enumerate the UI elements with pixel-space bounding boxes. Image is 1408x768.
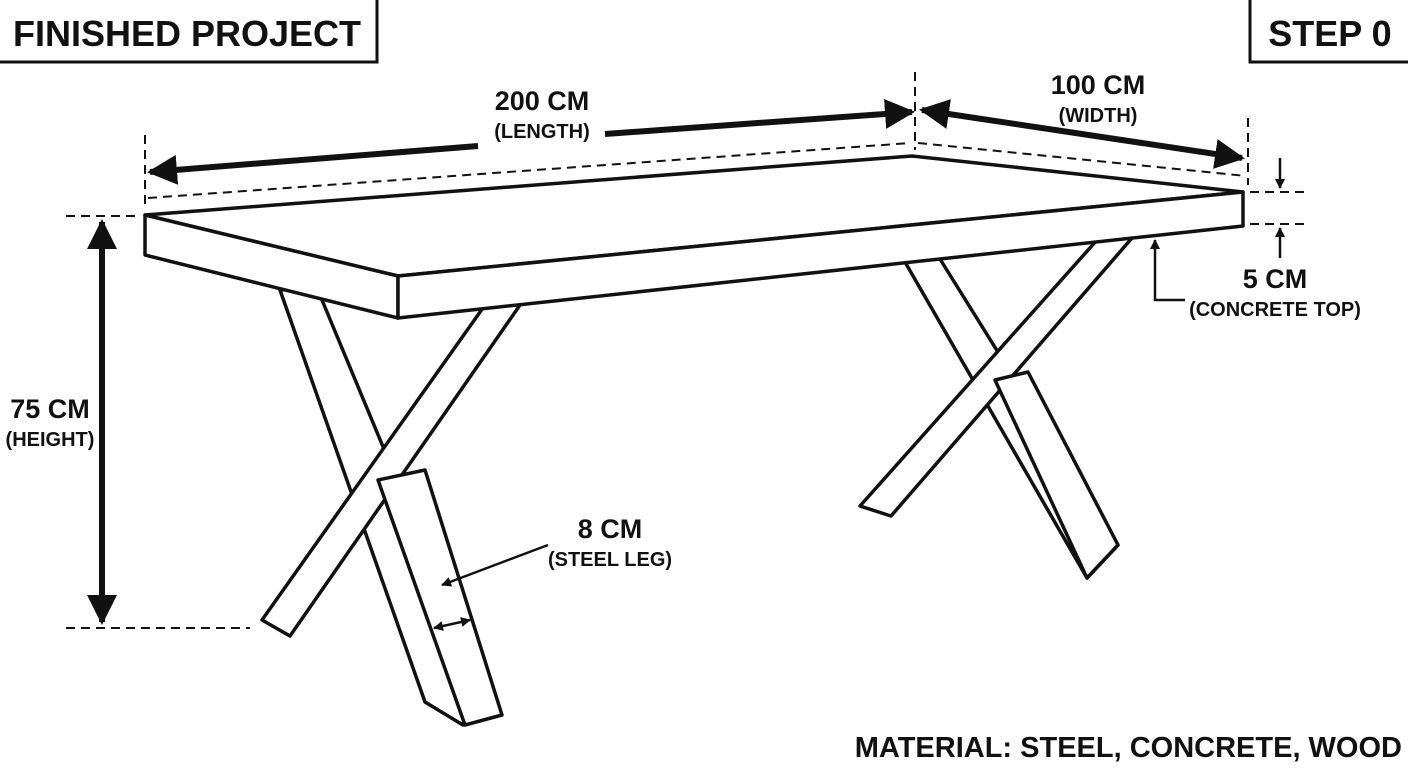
step-box: STEP 0 (1248, 0, 1408, 64)
height-dimension: 75 CM (HEIGHT) (6, 219, 117, 625)
title-box: FINISHED PROJECT (0, 0, 379, 64)
page-title: FINISHED PROJECT (13, 13, 361, 54)
height-note: (HEIGHT) (6, 429, 95, 451)
back-leg-x (858, 236, 1134, 580)
top-note: (CONCRETE TOP) (1189, 299, 1361, 321)
width-note: (WIDTH) (1059, 105, 1138, 127)
height-value: 75 CM (10, 394, 90, 424)
materials-label: MATERIAL: STEEL, CONCRETE, WOOD (855, 732, 1402, 764)
length-dimension: 200 CM (LENGTH) (147, 86, 915, 185)
front-leg-x (260, 286, 522, 727)
width-dimension: 100 CM (WIDTH) (919, 70, 1245, 169)
front-leg-front-face (376, 468, 504, 727)
leg-note: (STEEL LEG) (548, 549, 672, 571)
leg-dimension: 8 CM (STEEL LEG) (433, 514, 672, 631)
length-note: (LENGTH) (494, 121, 590, 143)
leg-value: 8 CM (578, 514, 643, 544)
back-leg-bar-b (858, 236, 1134, 518)
step-label: STEP 0 (1268, 13, 1391, 54)
extension-lines (66, 72, 1306, 629)
table-top-front-edge (396, 190, 1245, 320)
length-value: 200 CM (495, 86, 590, 116)
width-value: 100 CM (1051, 70, 1146, 100)
top-value: 5 CM (1243, 264, 1308, 294)
top-thickness-dimension: 5 CM (CONCRETE TOP) (1150, 158, 1361, 321)
back-leg-front-face (993, 370, 1120, 580)
table-top (143, 154, 1245, 320)
